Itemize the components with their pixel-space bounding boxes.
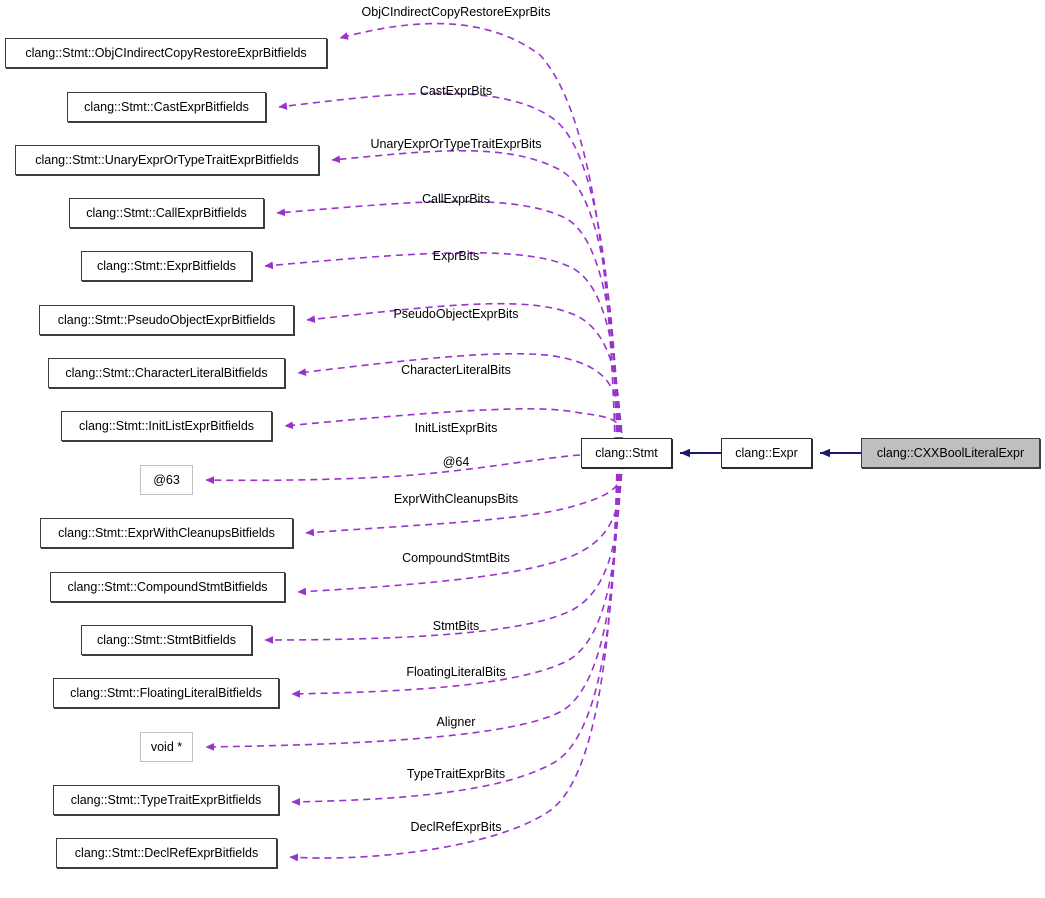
edge-label: DeclRefExprBits (410, 819, 502, 834)
edge-label: @64 (442, 454, 470, 469)
node-at63[interactable]: @63 (140, 465, 193, 495)
node-label: clang::Stmt::ExprBitfields (97, 258, 236, 273)
node-exprnode[interactable]: clang::Expr (721, 438, 812, 468)
node-label: clang::Stmt::FloatingLiteralBitfields (70, 685, 262, 700)
node-cxxbool[interactable]: clang::CXXBoolLiteralExpr (861, 438, 1040, 468)
node-label: clang::Stmt::StmtBitfields (97, 632, 236, 647)
node-initlist[interactable]: clang::Stmt::InitListExprBitfields (61, 411, 272, 441)
usage-edge-stmt-to-compound (297, 461, 623, 596)
node-label: clang::Stmt::CompoundStmtBitfields (67, 579, 268, 594)
edge-label: CharacterLiteralBits (401, 362, 511, 377)
edge-label: ExprBits (432, 248, 480, 263)
node-unary[interactable]: clang::Stmt::UnaryExprOrTypeTraitExprBit… (15, 145, 319, 175)
node-label: clang::Stmt::CallExprBitfields (86, 205, 247, 220)
edge-label: Aligner (436, 714, 476, 729)
usage-edge-stmt-to-at63 (205, 454, 581, 485)
usage-edge-stmt-to-call (276, 200, 620, 445)
edge-label: ExprWithCleanupsBits (393, 491, 519, 506)
node-label: @63 (153, 472, 180, 487)
node-voidptr[interactable]: void * (140, 732, 193, 762)
edge-label: StmtBits (432, 618, 480, 633)
node-label: clang::Stmt::InitListExprBitfields (78, 418, 255, 433)
node-label: clang::Stmt::TypeTraitExprBitfields (70, 792, 262, 807)
node-expr[interactable]: clang::Stmt::ExprBitfields (81, 251, 252, 281)
node-call[interactable]: clang::Stmt::CallExprBitfields (69, 198, 264, 228)
node-stmtbits[interactable]: clang::Stmt::StmtBitfields (81, 625, 252, 655)
edge-label: CompoundStmtBits (402, 550, 510, 565)
node-objc[interactable]: clang::Stmt::ObjCIndirectCopyRestoreExpr… (5, 38, 327, 68)
usage-edge-stmt-to-expr (264, 251, 621, 445)
node-label: clang::Expr (735, 445, 798, 460)
node-charlit[interactable]: clang::Stmt::CharacterLiteralBitfields (48, 358, 285, 388)
edge-label: TypeTraitExprBits (406, 766, 506, 781)
node-floatlit[interactable]: clang::Stmt::FloatingLiteralBitfields (53, 678, 279, 708)
node-label: clang::Stmt::CharacterLiteralBitfields (65, 365, 268, 380)
node-label: clang::Stmt::DeclRefExprBitfields (74, 845, 259, 860)
node-cast[interactable]: clang::Stmt::CastExprBitfields (67, 92, 266, 122)
edge-label: FloatingLiteralBits (406, 664, 506, 679)
node-label: clang::Stmt (595, 445, 658, 460)
node-declref[interactable]: clang::Stmt::DeclRefExprBitfields (56, 838, 277, 868)
node-compound[interactable]: clang::Stmt::CompoundStmtBitfields (50, 572, 285, 602)
node-pseudo[interactable]: clang::Stmt::PseudoObjectExprBitfields (39, 305, 294, 335)
edge-label: InitListExprBits (414, 420, 498, 435)
node-cleanups[interactable]: clang::Stmt::ExprWithCleanupsBitfields (40, 518, 293, 548)
node-label: clang::CXXBoolLiteralExpr (876, 445, 1025, 460)
node-label: clang::Stmt::ExprWithCleanupsBitfields (58, 525, 275, 540)
node-label: void * (150, 739, 183, 754)
node-stmt[interactable]: clang::Stmt (581, 438, 672, 468)
usage-edge-stmt-to-declref (289, 461, 618, 862)
edge-label: CastExprBits (419, 83, 493, 98)
node-label: clang::Stmt::UnaryExprOrTypeTraitExprBit… (35, 152, 299, 167)
node-label: clang::Stmt::ObjCIndirectCopyRestoreExpr… (25, 45, 307, 60)
edge-label: UnaryExprOrTypeTraitExprBits (370, 136, 542, 151)
edge-label: PseudoObjectExprBits (393, 306, 519, 321)
node-typetrait[interactable]: clang::Stmt::TypeTraitExprBitfields (53, 785, 279, 815)
edge-label: ObjCIndirectCopyRestoreExprBits (361, 4, 551, 19)
edge-label: CallExprBits (421, 191, 491, 206)
node-label: clang::Stmt::CastExprBitfields (84, 99, 249, 114)
node-label: clang::Stmt::PseudoObjectExprBitfields (57, 312, 276, 327)
